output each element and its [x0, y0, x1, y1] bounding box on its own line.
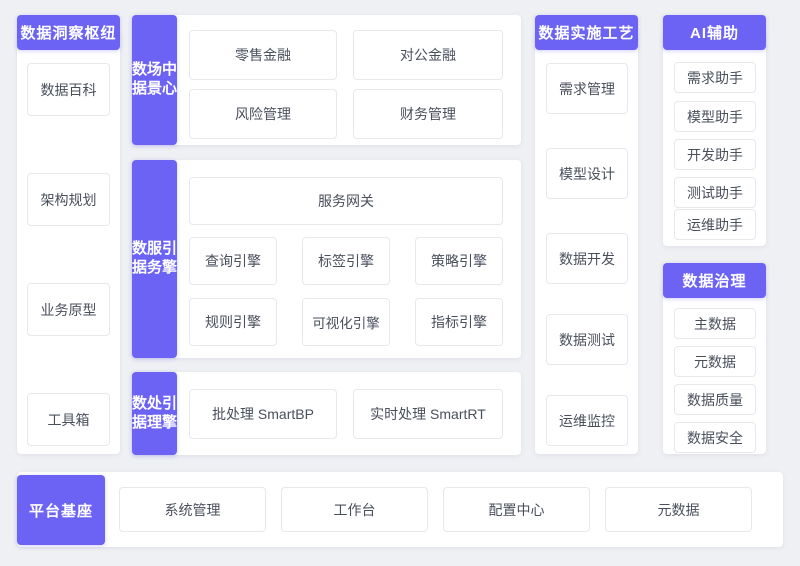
platform-base-card-2[interactable]: 配置中心: [443, 487, 590, 532]
governance-card-0[interactable]: 主数据: [674, 308, 756, 339]
ai-assist-card-2[interactable]: 开发助手: [674, 139, 756, 170]
ai-assist-header: AI辅助: [663, 15, 766, 50]
governance-card-3[interactable]: 数据安全: [674, 422, 756, 453]
service-engine-card-2[interactable]: 策略引擎: [415, 237, 503, 285]
platform-base-card-3[interactable]: 元数据: [605, 487, 752, 532]
scenario-card-1[interactable]: 对公金融: [353, 30, 503, 80]
insight-hub-header: 数据洞察枢纽: [17, 15, 120, 50]
process-engine-header: 数据处理引擎: [132, 372, 177, 455]
implementation-card-4[interactable]: 运维监控: [546, 395, 628, 446]
service-gateway-card[interactable]: 服务网关: [189, 177, 503, 225]
implementation-craft-header: 数据实施工艺: [535, 15, 638, 50]
process-engine-card-1[interactable]: 实时处理 SmartRT: [353, 389, 503, 439]
insight-hub-card-0[interactable]: 数据百科: [27, 63, 110, 116]
ai-assist-card-4[interactable]: 运维助手: [674, 209, 756, 240]
service-engine-card-3[interactable]: 规则引擎: [189, 298, 277, 346]
service-engine-card-1[interactable]: 标签引擎: [302, 237, 390, 285]
governance-card-1[interactable]: 元数据: [674, 346, 756, 377]
insight-hub-card-3[interactable]: 工具箱: [27, 393, 110, 446]
implementation-card-3[interactable]: 数据测试: [546, 314, 628, 365]
process-engine-card-0[interactable]: 批处理 SmartBP: [189, 389, 337, 439]
scenario-card-2[interactable]: 风险管理: [189, 89, 337, 139]
platform-base-card-1[interactable]: 工作台: [281, 487, 428, 532]
ai-assist-card-0[interactable]: 需求助手: [674, 62, 756, 93]
governance-card-2[interactable]: 数据质量: [674, 384, 756, 415]
implementation-card-2[interactable]: 数据开发: [546, 233, 628, 284]
platform-base-header: 平台基座: [17, 475, 105, 545]
implementation-card-0[interactable]: 需求管理: [546, 63, 628, 114]
scenario-card-3[interactable]: 财务管理: [353, 89, 503, 139]
ai-assist-card-3[interactable]: 测试助手: [674, 177, 756, 208]
insight-hub-card-1[interactable]: 架构规划: [27, 173, 110, 226]
insight-hub-card-2[interactable]: 业务原型: [27, 283, 110, 336]
data-governance-header: 数据治理: [663, 263, 766, 298]
platform-base-card-0[interactable]: 系统管理: [119, 487, 266, 532]
service-engine-card-5[interactable]: 指标引擎: [415, 298, 503, 346]
scenario-center-header: 数据场景中心: [132, 15, 177, 145]
implementation-card-1[interactable]: 模型设计: [546, 148, 628, 199]
service-engine-header: 数据服务引擎: [132, 160, 177, 358]
service-engine-card-0[interactable]: 查询引擎: [189, 237, 277, 285]
ai-assist-card-1[interactable]: 模型助手: [674, 101, 756, 132]
service-engine-card-4[interactable]: 可视化引擎: [302, 298, 390, 346]
scenario-card-0[interactable]: 零售金融: [189, 30, 337, 80]
